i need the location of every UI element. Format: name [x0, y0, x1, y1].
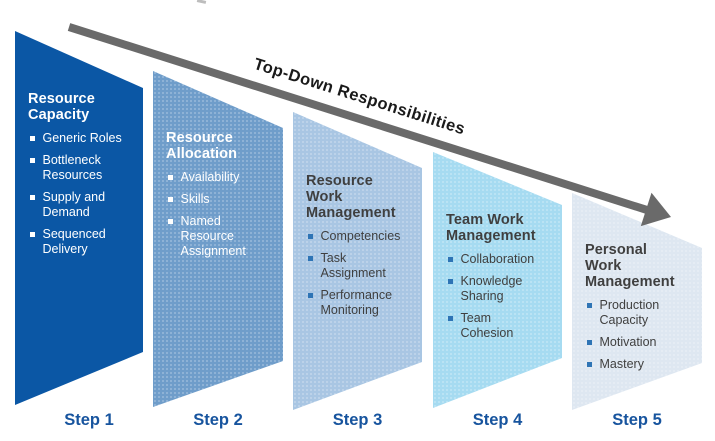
bullet-text: Sequenced Delivery [42, 227, 106, 256]
bullet-item: Mastery [585, 357, 695, 372]
square-bullet-icon [168, 175, 173, 180]
bullet-item: Named Resource Assignment [166, 214, 276, 259]
step-1-title: Resource Capacity [28, 91, 95, 123]
step-5-title: Personal Work Management [585, 242, 675, 290]
bullet-text: Motivation [599, 335, 657, 349]
step-2-shape: Resource Allocation Availability Skills … [153, 71, 283, 407]
step-3-content: Resource Work Management Competencies Ta… [293, 112, 422, 318]
bullet-item: Competencies [306, 229, 415, 244]
square-bullet-icon [308, 256, 313, 261]
step-3-shape: Resource Work Management Competencies Ta… [293, 112, 422, 410]
bullet-text: Competencies [320, 229, 401, 243]
bullet-item: Supply and Demand [28, 190, 136, 220]
step-4-bullets: Collaboration Knowledge Sharing Team Coh… [446, 252, 555, 341]
step-5-shape: Personal Work Management Production Capa… [572, 193, 702, 410]
bullet-text: Skills [180, 192, 210, 206]
square-bullet-icon [587, 303, 592, 308]
bullet-text: Bottleneck Resources [42, 153, 103, 182]
step-1-bullets: Generic Roles Bottleneck Resources Suppl… [28, 131, 136, 257]
bullet-text: Availability [180, 170, 240, 184]
bullet-text: Supply and Demand [42, 190, 106, 219]
step-1-shape: Resource Capacity Generic Roles Bottlene… [15, 31, 143, 405]
step-3-bullets: Competencies Task Assignment Performance… [306, 229, 415, 318]
step-2-title: Resource Allocation [166, 130, 238, 162]
bullet-text: Team Cohesion [460, 311, 514, 340]
bullet-item: Generic Roles [28, 131, 136, 146]
step-1-content: Resource Capacity Generic Roles Bottlene… [15, 31, 143, 257]
bullet-text: Mastery [599, 357, 644, 371]
bullet-text: Performance Monitoring [320, 288, 393, 317]
bullet-item: Collaboration [446, 252, 555, 267]
bullet-item: Bottleneck Resources [28, 153, 136, 183]
step-4-shape: Team Work Management Collaboration Knowl… [433, 152, 562, 408]
step-5-bullets: Production Capacity Motivation Mastery [585, 298, 695, 372]
bullet-text: Task Assignment [320, 251, 386, 280]
step-4-label: Step 4 [472, 411, 523, 429]
bullet-text: Generic Roles [42, 131, 122, 145]
square-bullet-icon [587, 340, 592, 345]
step-1-label: Step 1 [64, 411, 114, 429]
bullet-item: Production Capacity [585, 298, 695, 328]
bullet-item: Knowledge Sharing [446, 274, 555, 304]
bullet-item: Team Cohesion [446, 311, 555, 341]
square-bullet-icon [30, 136, 35, 141]
step-4-content: Team Work Management Collaboration Knowl… [433, 152, 562, 341]
arrowhead-icon [640, 192, 671, 227]
square-bullet-icon [448, 316, 453, 321]
square-bullet-icon [308, 234, 313, 239]
bullet-text: Collaboration [460, 252, 535, 266]
bullet-text: Knowledge Sharing [460, 274, 523, 303]
bullet-item: Performance Monitoring [306, 288, 415, 318]
bullet-item: Skills [166, 192, 276, 207]
square-bullet-icon [308, 293, 313, 298]
square-bullet-icon [168, 219, 173, 224]
bullet-item: Sequenced Delivery [28, 227, 136, 257]
step-2-content: Resource Allocation Availability Skills … [153, 71, 283, 259]
square-bullet-icon [448, 257, 453, 262]
bullet-item: Availability [166, 170, 276, 185]
square-bullet-icon [168, 197, 173, 202]
square-bullet-icon [30, 158, 35, 163]
step-5-content: Personal Work Management Production Capa… [572, 193, 702, 372]
step-2-bullets: Availability Skills Named Resource Assig… [166, 170, 276, 259]
bullet-item: Motivation [585, 335, 695, 350]
square-bullet-icon [30, 195, 35, 200]
step-2-label: Step 2 [193, 411, 243, 429]
square-bullet-icon [30, 232, 35, 237]
step-3-label: Step 3 [332, 411, 383, 429]
square-bullet-icon [587, 362, 592, 367]
bullet-text: Named Resource Assignment [180, 214, 246, 258]
bullet-text: Production Capacity [599, 298, 660, 327]
step-3-title: Resource Work Management [306, 173, 396, 221]
step-4-title: Team Work Management [446, 212, 536, 244]
bullet-item: Task Assignment [306, 251, 415, 281]
square-bullet-icon [448, 279, 453, 284]
cropped-artifact [196, 0, 207, 4]
step-5-label: Step 5 [612, 411, 662, 429]
diagram-heading: Top-Down Responsibilities [251, 55, 468, 139]
